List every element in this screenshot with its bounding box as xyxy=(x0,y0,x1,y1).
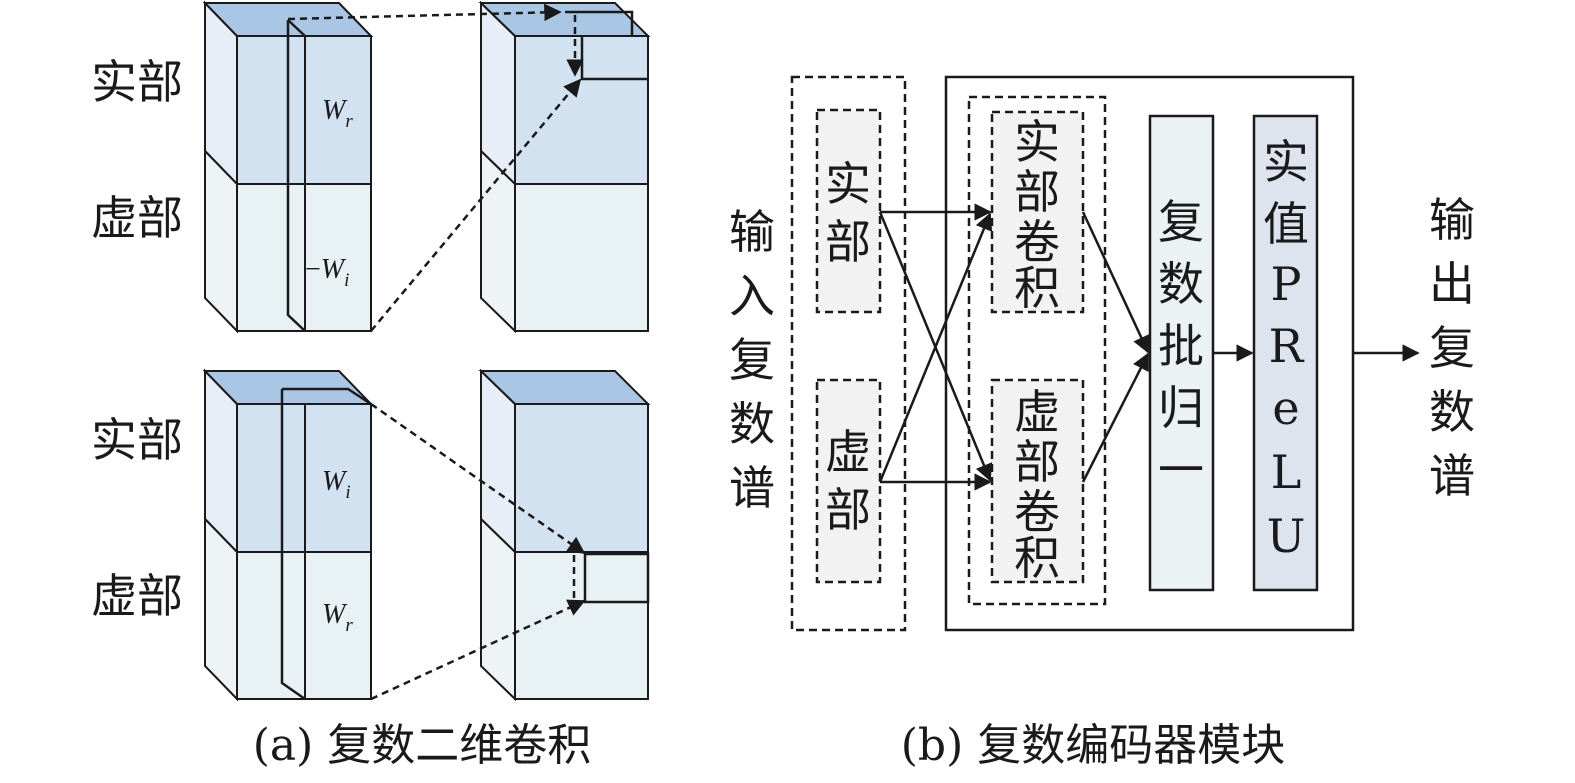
input-imag-box xyxy=(815,378,882,584)
imag-conv-char-3: 卷 xyxy=(1014,485,1060,539)
row-label-real-top: 实部 xyxy=(91,55,183,109)
prelu-box xyxy=(1252,114,1319,592)
kernel-top-real-weight: Wr xyxy=(322,95,353,132)
conv-container xyxy=(967,95,1107,606)
prelu-char-3: P xyxy=(1271,257,1302,311)
output-label-char-1: 输 xyxy=(1429,193,1475,247)
real-conv-label: 实 部 卷 积 xyxy=(1014,115,1060,315)
bn-char-4: 归 xyxy=(1158,381,1204,435)
input-imag-char-1: 虚 xyxy=(825,425,871,479)
output-top-cell-top xyxy=(565,10,634,36)
arrow-top-3 xyxy=(370,78,582,332)
output-label-char-2: 出 xyxy=(1429,257,1475,311)
input-imag-label: 虚 部 xyxy=(825,425,871,537)
output-bottom-real-face xyxy=(514,403,649,553)
kernel-top-imag-weight: −Wi xyxy=(305,254,349,291)
kernel-top-side-lower xyxy=(204,148,238,334)
prelu-char-4: R xyxy=(1269,319,1305,373)
arrow-realconv-to-bn xyxy=(1081,211,1150,354)
arrow-bottom-1 xyxy=(370,402,586,555)
kernel-bottom-slice-top xyxy=(282,387,372,406)
input-imag-char-2: 部 xyxy=(825,483,871,537)
input-real-char-2: 部 xyxy=(825,215,871,269)
prelu-char-7: U xyxy=(1267,509,1306,563)
output-label-char-4: 数 xyxy=(1429,385,1475,439)
real-conv-char-2: 部 xyxy=(1014,165,1060,219)
arrow-imagconv-to-bn xyxy=(1081,352,1150,483)
kernel-top-slice-edge xyxy=(287,19,306,37)
real-conv-char-1: 实 xyxy=(1014,115,1060,169)
kernel-top-slice-outline xyxy=(286,20,306,332)
output-top-cell xyxy=(580,36,648,81)
imag-conv-label: 虚 部 卷 积 xyxy=(1014,385,1060,585)
kernel-bottom-imag-weight: Wr xyxy=(322,599,353,636)
input-label: 输 入 复 数 谱 xyxy=(729,205,775,515)
real-conv-char-4: 积 xyxy=(1014,261,1060,315)
imag-conv-box xyxy=(990,378,1085,584)
flow-arrows xyxy=(878,203,1420,491)
input-label-char-3: 复 xyxy=(729,333,775,387)
imag-conv-char-2: 部 xyxy=(1014,435,1060,489)
input-real-char-1: 实 xyxy=(825,157,871,211)
input-label-char-1: 输 xyxy=(729,205,775,259)
arrow-bottom-3 xyxy=(370,599,586,701)
kernel-block-bottom xyxy=(202,368,374,702)
imag-conv-char-4: 积 xyxy=(1014,531,1060,585)
input-label-char-5: 谱 xyxy=(729,461,775,515)
kernel-bottom-slice-outline xyxy=(280,389,306,701)
batch-norm-label: 复 数 批 归 一 xyxy=(1158,195,1204,497)
part-a-complex-2d-conv: 实部 虚部 实部 虚部 Wr −Wi xyxy=(91,0,651,771)
complex-batch-norm-box xyxy=(1148,114,1215,592)
row-label-imag-bottom: 虚部 xyxy=(91,569,183,623)
output-label: 输 出 复 数 谱 xyxy=(1429,193,1475,503)
prelu-label: 实 值 P R e L U xyxy=(1263,135,1309,563)
prelu-char-6: L xyxy=(1271,445,1302,499)
output-bottom-side-lower xyxy=(480,516,516,702)
input-spectrum-container xyxy=(790,75,907,632)
arrow-imag-to-realconv xyxy=(878,212,993,483)
output-label-char-5: 谱 xyxy=(1429,449,1475,503)
input-label-char-2: 入 xyxy=(729,269,775,323)
prelu-char-5: e xyxy=(1272,381,1299,435)
prelu-char-2: 值 xyxy=(1263,197,1309,251)
output-label-char-3: 复 xyxy=(1429,321,1475,375)
row-label-real-bottom: 实部 xyxy=(91,413,183,467)
projection-arrows-bottom xyxy=(370,402,586,701)
output-bottom-cell xyxy=(583,552,650,604)
output-block-bottom xyxy=(478,368,651,702)
part-b-complex-encoder: 输 入 复 数 谱 实 部 虚 部 实 部 卷 积 xyxy=(729,75,1475,771)
caption-b: (b) 复数编码器模块 xyxy=(901,720,1285,771)
bn-char-2: 数 xyxy=(1158,257,1204,311)
kernel-block-top xyxy=(202,0,374,334)
output-top-imag-face xyxy=(514,183,649,332)
bn-char-1: 复 xyxy=(1158,195,1204,249)
real-conv-box xyxy=(990,110,1085,314)
imag-conv-char-1: 虚 xyxy=(1014,385,1060,439)
input-label-char-4: 数 xyxy=(729,397,775,451)
caption-a: (a) 复数二维卷积 xyxy=(253,720,592,771)
output-bottom-imag-face xyxy=(514,551,649,700)
bn-char-5: 一 xyxy=(1158,443,1204,497)
kernel-bottom-side-lower xyxy=(204,516,238,702)
row-label-imag-top: 虚部 xyxy=(91,191,183,245)
projection-arrows-top xyxy=(287,3,584,332)
arrow-top-1 xyxy=(287,3,562,22)
input-real-label: 实 部 xyxy=(825,157,871,269)
input-real-box xyxy=(815,108,882,314)
prelu-char-1: 实 xyxy=(1263,135,1309,189)
real-conv-char-3: 卷 xyxy=(1014,215,1060,269)
output-block-top xyxy=(478,0,651,334)
bn-char-3: 批 xyxy=(1158,319,1204,373)
kernel-bottom-real-weight: Wi xyxy=(322,466,351,503)
